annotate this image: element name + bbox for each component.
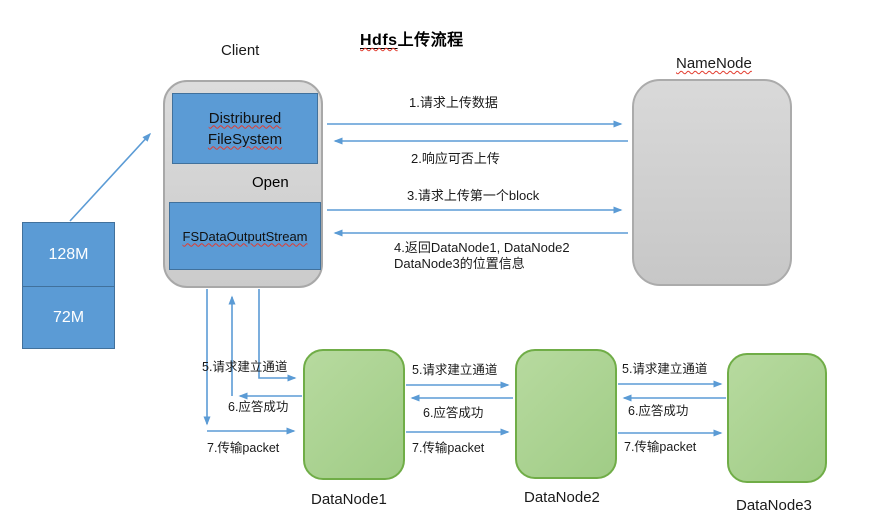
datanode3-label: DataNode3 (736, 497, 812, 514)
msg6-label-dn2-dn3: 6.应答成功 (628, 404, 689, 418)
distributed-filesystem-text: Distribured FileSystem (207, 109, 283, 148)
distributed-filesystem-box: Distribured FileSystem (172, 93, 318, 164)
arrow-msg5-client-dn1 (258, 289, 297, 382)
msg5-label-dn2-dn3: 5.请求建立通道 (622, 362, 708, 376)
datanode1-label: DataNode1 (311, 491, 387, 508)
msg1-label: 1.请求上传数据 (409, 95, 498, 110)
msg6-label-client-dn1: 6.应答成功 (228, 400, 289, 414)
page-title: Hdfs上传流程 (360, 26, 535, 50)
client-label: Client (221, 42, 260, 59)
open-label: Open (252, 174, 289, 191)
datanode2-label: DataNode2 (524, 489, 600, 506)
datanode2-box (515, 349, 617, 479)
msg5-label-dn1-dn2: 5.请求建立通道 (412, 363, 498, 377)
file-block: 128M 72M (22, 222, 115, 349)
msg5-label-client-dn1: 5.请求建立通道 (202, 360, 288, 374)
namenode-label: NameNode (676, 55, 752, 72)
arrow-fileblock-to-client (69, 132, 152, 222)
msg6-label-dn1-dn2: 6.应答成功 (423, 406, 484, 420)
msg7-label-client-dn1: 7.传输packet (207, 441, 280, 455)
title-chinese: 上传流程 (397, 32, 464, 49)
msg7-label-dn2-dn3: 7.传输packet (624, 440, 697, 454)
msg3-label: 3.请求上传第一个block (407, 188, 540, 203)
block-72m: 72M (23, 286, 114, 349)
datanode1-box (303, 349, 405, 480)
block-128m: 128M (48, 245, 89, 263)
msg4-label: 4.返回DataNode1, DataNode2 DataNode3的位置信息 (394, 240, 570, 271)
msg2-label: 2.响应可否上传 (411, 151, 500, 166)
title-hdfs: Hdfs (360, 32, 398, 49)
namenode-box (632, 79, 792, 286)
datanode3-box (727, 353, 827, 483)
fsdataoutputstream-box: FSDataOutputStream (169, 202, 321, 270)
msg7-label-dn1-dn2: 7.传输packet (412, 441, 485, 455)
